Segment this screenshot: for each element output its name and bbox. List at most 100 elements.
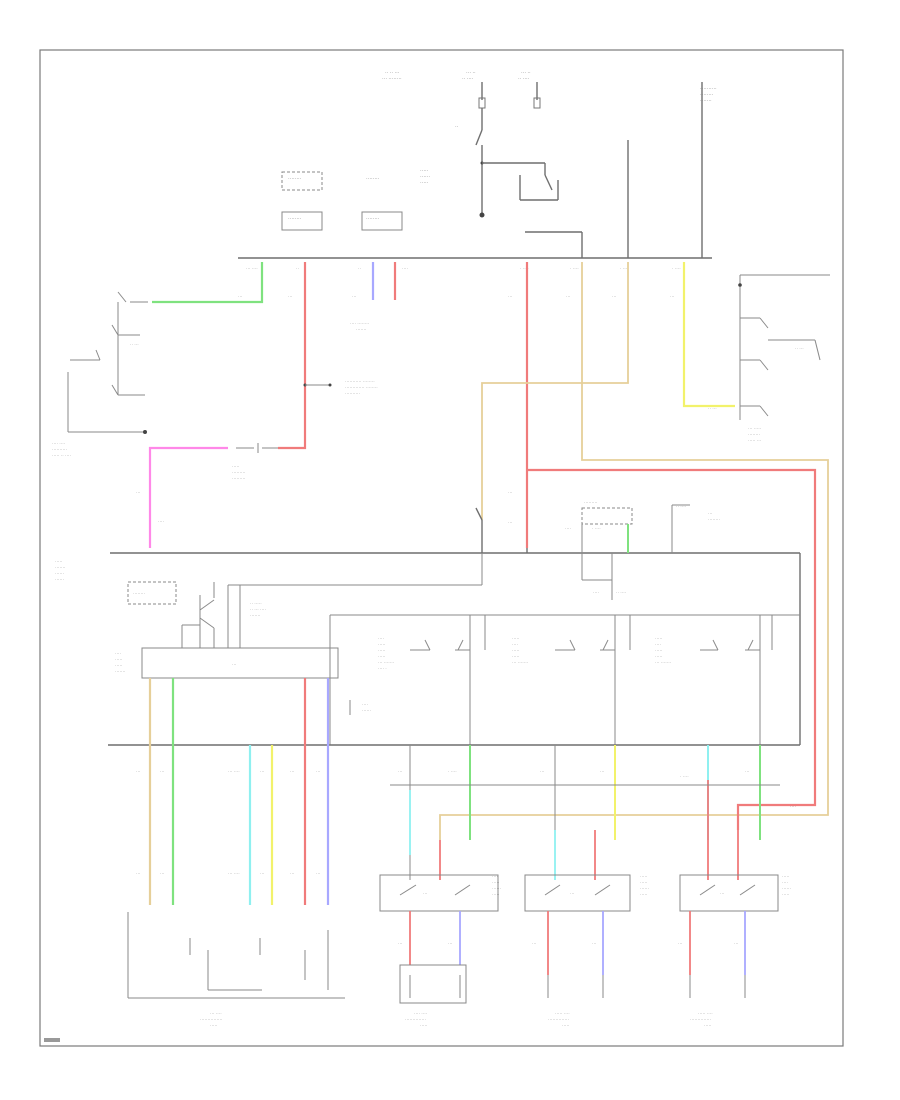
svg-text:····: ···· [492, 874, 498, 879]
svg-text:·····: ····· [115, 657, 123, 662]
svg-text:··· ··: ··· ·· [521, 70, 531, 76]
svg-text:···: ··· [136, 871, 141, 876]
svg-text:·······: ······· [356, 327, 367, 332]
svg-text:····: ···· [593, 590, 599, 595]
wire-tan-center [481, 262, 629, 520]
svg-text:········: ········ [700, 92, 714, 98]
svg-text:·· ····: ·· ···· [616, 590, 626, 595]
svg-text:···: ··· [570, 891, 575, 896]
ecu-block: ·· ····· ·· ··· ···· ······· ··· ···· ··… [115, 553, 483, 679]
svg-text:··· ·····: ··· ····· [748, 426, 761, 431]
svg-text:·····: ····· [378, 642, 386, 647]
svg-text:··············: ·············· [405, 1017, 426, 1022]
svg-text:···: ··· [678, 941, 683, 946]
svg-text:·····: ····· [378, 648, 386, 653]
svg-text:·· ··· ····: ·· ··· ···· [250, 607, 266, 612]
svg-text:·· ···: ·· ··· [708, 406, 717, 411]
svg-text:········: ········ [366, 216, 380, 222]
svg-text:···: ··· [708, 511, 713, 516]
svg-text:···: ··· [745, 769, 750, 774]
svg-text:··· ····: ··· ···· [210, 1011, 222, 1016]
svg-text:···: ··· [398, 941, 403, 946]
svg-text:·· ····: ·· ···· [518, 76, 530, 82]
svg-text:···: ··· [316, 871, 321, 876]
svg-text:·····: ····· [55, 559, 63, 564]
svg-text:········: ········ [366, 176, 380, 182]
svg-text:··· ····: ··· ···· [246, 266, 258, 271]
upper-component-boxes: ········ ········ ········ ········ [281, 171, 403, 231]
wire-yellow-right [682, 262, 735, 408]
svg-text:···: ··· [398, 769, 403, 774]
svg-text:····: ···· [158, 519, 164, 524]
wire-red-left [278, 262, 307, 450]
svg-text:········: ········ [288, 216, 302, 222]
svg-text:·····: ····· [420, 1023, 428, 1028]
svg-text:···: ··· [670, 294, 675, 299]
svg-text:·· ····: ·· ···· [462, 76, 474, 82]
svg-text:·····: ····· [782, 892, 790, 897]
svg-text:·····: ····· [210, 1023, 218, 1028]
svg-text:···: ··· [720, 891, 725, 896]
svg-text:·····: ····· [512, 648, 520, 653]
svg-text:···· ····: ···· ···· [52, 441, 65, 446]
svg-text:·····: ····· [420, 168, 429, 174]
wire-pink-left [148, 446, 228, 548]
svg-text:········: ········ [133, 591, 145, 596]
svg-text:····: ···· [782, 880, 788, 885]
wire-green-upper [152, 262, 264, 304]
svg-text:· ····: · ···· [592, 526, 601, 531]
svg-text:··: ·· [455, 124, 459, 130]
svg-text:···: ··· [508, 294, 513, 299]
svg-text:···············: ··············· [200, 1017, 222, 1022]
svg-text:····: ···· [565, 526, 571, 531]
svg-text:········: ········ [708, 517, 720, 522]
svg-text:·····: ····· [640, 874, 648, 879]
svg-text:········: ········ [288, 176, 302, 182]
diagram-frame [39, 49, 844, 1047]
svg-text:· ····: · ···· [520, 266, 529, 271]
svg-text:·······: ······· [700, 98, 712, 104]
svg-text:···: ··· [260, 769, 265, 774]
svg-text:······: ······ [782, 886, 791, 891]
svg-text:···: ··· [612, 294, 617, 299]
svg-text:···· ·: ···· · [378, 666, 387, 671]
svg-text:··· ····: ··· ···· [228, 871, 240, 876]
svg-text:···: ··· [290, 769, 295, 774]
svg-text:···: ··· [288, 294, 293, 299]
relay-box: ········· ···· · ···· ·· ···· ···· ·· ··… [565, 500, 720, 600]
svg-text:·····: ····· [704, 1023, 712, 1028]
svg-text:·······: ······· [115, 669, 126, 674]
svg-text:···: ··· [290, 871, 295, 876]
svg-text:·····: ····· [115, 663, 123, 668]
svg-text:·····: ····· [640, 880, 648, 885]
svg-text:···: ··· [566, 294, 571, 299]
svg-text:···: ··· [734, 941, 739, 946]
top-power-labels: ·· ·· ··· ··· ········ ··· ·· ·· ···· ··… [382, 70, 717, 104]
svg-text:··········· ········: ··········· ········ [345, 379, 375, 384]
upper-bus-labels: ··· ···· ·· ·· ···· · ···· · ···· · ····… [246, 266, 681, 271]
svg-text:· ····: · ···· [448, 769, 457, 774]
svg-text:···: ··· [238, 294, 243, 299]
svg-text:··········: ·········· [345, 391, 360, 396]
svg-text:· ····: · ···· [620, 266, 629, 271]
svg-text:···· ········: ···· ········ [350, 321, 369, 326]
svg-text:····: ···· [512, 642, 518, 647]
svg-text:· ····: · ···· [570, 266, 579, 271]
svg-text:····· ·· ····: ····· ·· ···· [52, 453, 71, 458]
svg-text:··············: ·············· [548, 1017, 569, 1022]
svg-text:··· ·······: ··· ······· [512, 660, 528, 665]
page-code-mark [44, 1038, 60, 1042]
svg-text:···: ··· [600, 769, 605, 774]
svg-text:·····: ····· [512, 654, 520, 659]
svg-text:······: ······ [362, 708, 371, 713]
svg-text:·······: ······· [250, 613, 261, 618]
svg-text:···: ··· [316, 769, 321, 774]
svg-text:···: ··· [423, 891, 428, 896]
svg-text:··· ····: ··· ···· [228, 769, 240, 774]
svg-text:···: ··· [540, 769, 545, 774]
left-lower-wires: ··· ··· ··· ···· ··· ··· ··· ··· ··· ···… [127, 678, 345, 1028]
top-fuse-block: ····· ······ ····· ·· [420, 82, 559, 218]
svg-text:····: ···· [362, 702, 368, 707]
svg-text:··········: ·········· [52, 447, 67, 452]
